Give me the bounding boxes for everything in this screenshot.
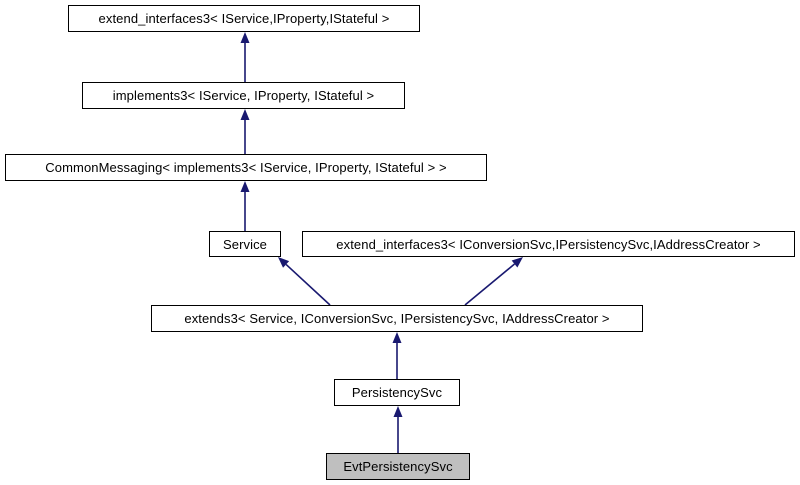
uml-node-label: EvtPersistencySvc <box>343 459 453 474</box>
uml-node-extend-interfaces3-service[interactable]: extend_interfaces3< IService,IProperty,I… <box>68 5 420 32</box>
uml-node-label: implements3< IService, IProperty, IState… <box>112 88 375 103</box>
edge-extends3-to-extend-interfaces3-conversion <box>464 257 523 306</box>
edge-arrowhead-icon <box>278 257 290 268</box>
edge-arrowhead-icon <box>392 332 402 343</box>
edge-persistencysvc-to-extends3 <box>392 332 402 379</box>
uml-node-common-messaging[interactable]: CommonMessaging< implements3< IService, … <box>5 154 487 181</box>
edge-arrowhead-icon <box>240 109 250 120</box>
edge-evtpersistencysvc-to-persistencysvc <box>393 406 403 453</box>
uml-node-extends3-service[interactable]: extends3< Service, IConversionSvc, IPers… <box>151 305 643 332</box>
uml-node-implements3-service[interactable]: implements3< IService, IProperty, IState… <box>82 82 405 109</box>
uml-node-label: PersistencySvc <box>351 385 443 400</box>
edge-line <box>464 263 516 306</box>
uml-node-evt-persistency-svc[interactable]: EvtPersistencySvc <box>326 453 470 480</box>
edge-line <box>285 263 331 306</box>
uml-node-label: extends3< Service, IConversionSvc, IPers… <box>184 311 610 326</box>
uml-node-label: extend_interfaces3< IService,IProperty,I… <box>98 11 390 26</box>
uml-node-label: CommonMessaging< implements3< IService, … <box>45 160 447 175</box>
uml-node-persistency-svc[interactable]: PersistencySvc <box>334 379 460 406</box>
uml-node-extend-interfaces3-conversion[interactable]: extend_interfaces3< IConversionSvc,IPers… <box>302 231 795 257</box>
edge-arrowhead-icon <box>393 406 403 417</box>
edge-arrowhead-icon <box>240 32 250 43</box>
uml-node-label: Service <box>222 236 268 252</box>
edge-commonmessaging-to-implements3 <box>240 109 250 154</box>
uml-node-label: extend_interfaces3< IConversionSvc,IPers… <box>336 236 761 252</box>
edge-implements3-to-extend-interfaces3 <box>240 32 250 82</box>
edge-arrowhead-icon <box>240 181 250 192</box>
edge-service-to-commonmessaging <box>240 181 250 231</box>
edge-extends3-to-service <box>278 257 331 306</box>
edge-arrowhead-icon <box>511 257 523 268</box>
uml-node-service[interactable]: Service <box>209 231 281 257</box>
